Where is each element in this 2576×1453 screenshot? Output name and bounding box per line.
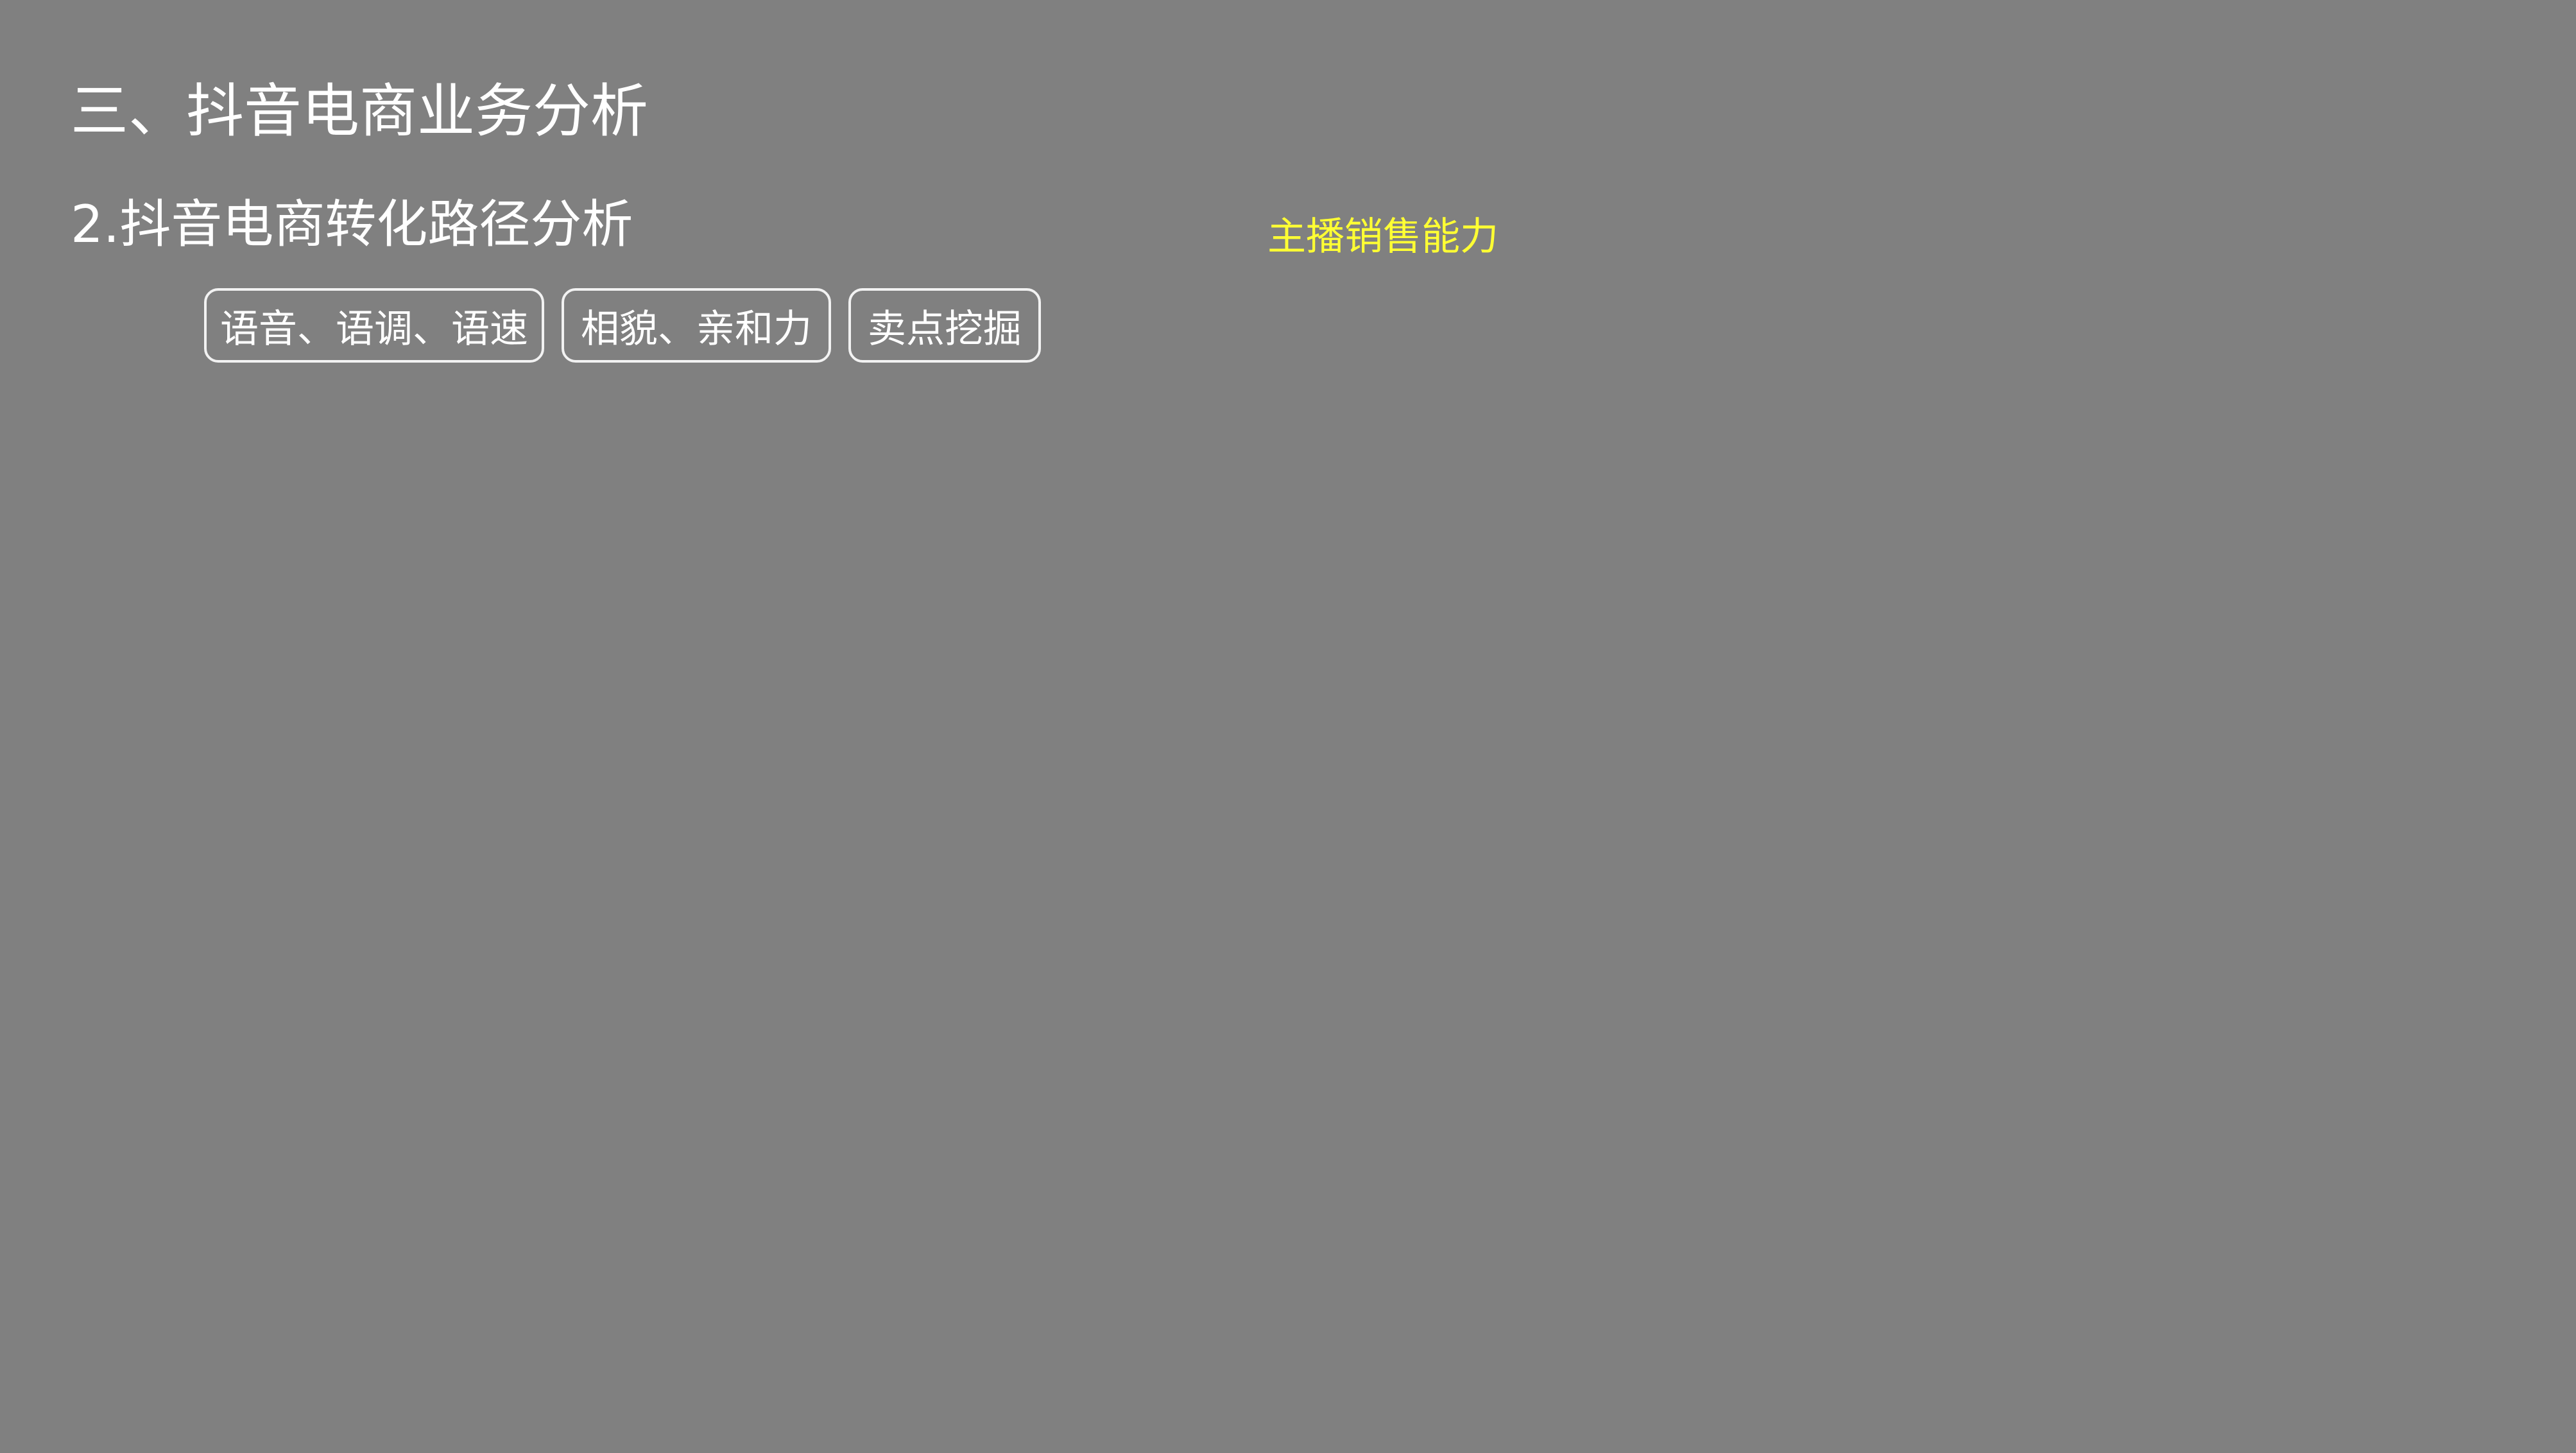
node-looks: 相貌、亲和力 bbox=[562, 288, 831, 363]
group-label-anchor-sales: 主播销售能力 bbox=[1267, 214, 1498, 259]
section-subtitle: 2.抖音电商转化路径分析 bbox=[71, 194, 633, 254]
node-selling-points: 卖点挖掘 bbox=[848, 288, 1041, 363]
page-title: 三、抖音电商业务分析 bbox=[71, 78, 648, 145]
node-voice: 语音、语调、语速 bbox=[204, 288, 544, 363]
